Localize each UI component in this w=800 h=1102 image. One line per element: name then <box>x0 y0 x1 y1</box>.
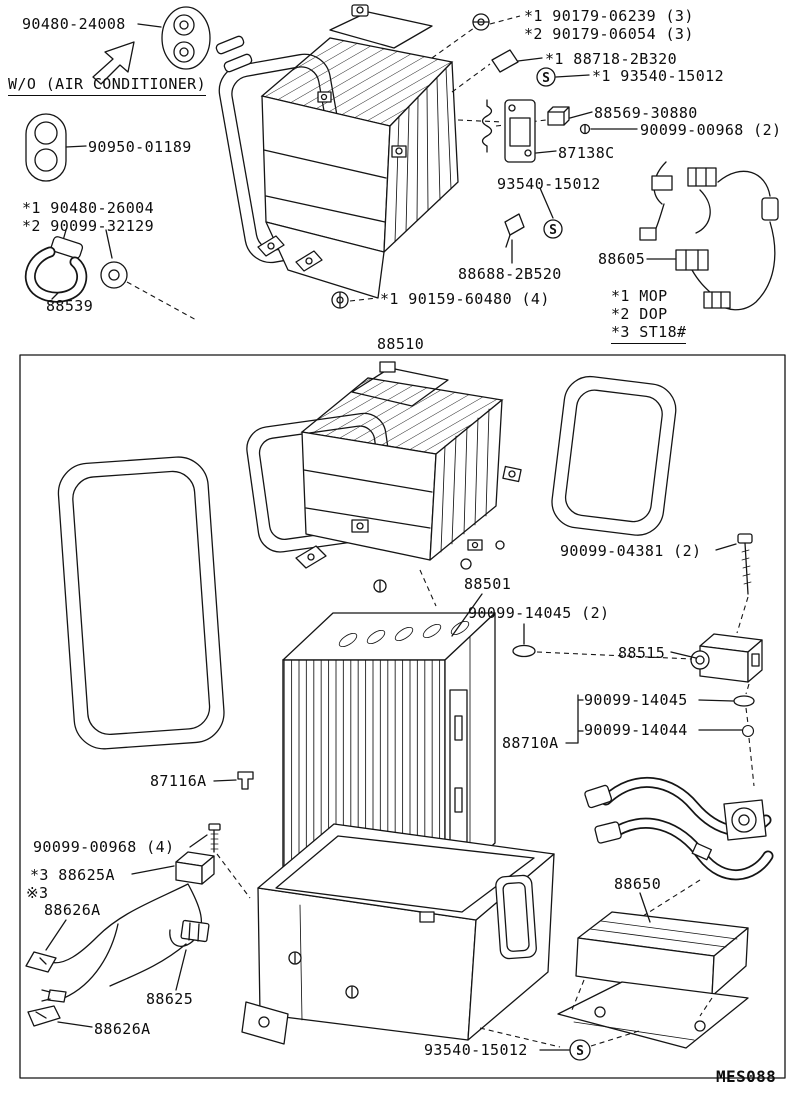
label-plate: 90950-01189 <box>88 138 192 156</box>
label-screw-alt1: *1 90179-06239 (3) <box>524 7 694 25</box>
label-terminal-top: 88626A <box>44 901 101 919</box>
note-st18: *3 ST18# <box>611 323 687 345</box>
suction-tube-88710a-drawing <box>584 776 774 929</box>
wiring-harness-88605-drawing <box>639 161 779 311</box>
label-hose: 88539 <box>46 297 94 315</box>
label-amplifier: 88650 <box>614 875 662 893</box>
label-screw-60480: *1 90159-60480 (4) <box>380 290 550 308</box>
label-clip-87116a: 87116A <box>150 772 207 790</box>
clip-87116a-drawing <box>213 771 254 790</box>
label-grease-top: *1 93540-15012 <box>592 67 725 85</box>
label-resistor: 88569-30880 <box>594 104 698 122</box>
label-oring-14045-2: 90099-14045 (2) <box>468 604 610 622</box>
label-clip-88688: 88688-2B520 <box>458 265 562 283</box>
expansion-valve-88515-drawing <box>670 633 763 683</box>
plate-90950-01189-drawing <box>25 113 87 182</box>
label-grease-mid: 93540-15012 <box>497 175 601 193</box>
label-tube-88710a: 88710A <box>502 734 559 752</box>
label-harness-88605: 88605 <box>598 250 646 268</box>
main-box-border <box>19 354 786 1079</box>
exclusion-note: W/O (AIR CONDITIONER) <box>8 75 207 97</box>
cooling-unit-lower-case-drawing <box>241 823 561 1048</box>
amplifier-88650-drawing <box>557 892 749 1049</box>
seal-frame-left-drawing <box>57 456 225 750</box>
hose-88539-drawing <box>24 229 199 322</box>
label-screw-alt2: *2 90179-06054 (3) <box>524 25 694 43</box>
grease-symbol: S <box>549 223 557 238</box>
fasteners-top-right-drawing: S S <box>331 13 638 309</box>
label-oring-14045: 90099-14045 <box>584 691 688 709</box>
label-wire-88625: 88625 <box>146 990 194 1008</box>
screw-90099-00968-drawing <box>189 823 251 899</box>
note-star3: ※3 <box>26 884 49 902</box>
label-bracket-88718: *1 88718-2B320 <box>545 50 678 68</box>
note-mop: *1 MOP <box>611 287 668 305</box>
cooling-unit-assembled-drawing <box>215 4 459 299</box>
grommet-90480-24008-drawing <box>137 6 211 70</box>
seal-frame-right-drawing <box>551 375 677 536</box>
grease-symbol: S <box>542 71 550 86</box>
grease-marker-bottom: S <box>539 1029 643 1061</box>
label-grommet: 90480-24008 <box>22 15 126 33</box>
bolt-90099-04381-drawing <box>715 533 753 634</box>
label-87138c: 87138C <box>558 144 615 162</box>
thermistor-harness-drawing <box>25 851 215 1028</box>
label-unit-88510: 88510 <box>377 335 425 353</box>
o-rings-drawing <box>512 623 755 787</box>
label-screw-00968-4: 90099-00968 (4) <box>33 838 175 856</box>
label-grease-bottom: 93540-15012 <box>424 1041 528 1059</box>
note-dop: *2 DOP <box>611 305 668 323</box>
label-bolt-04381: 90099-04381 (2) <box>560 542 702 560</box>
cooling-unit-upper-case-drawing <box>246 361 522 607</box>
pointer-arrow-icon <box>92 41 135 85</box>
label-clamp-alt2: *2 90099-32129 <box>22 217 155 235</box>
label-clamp-alt1: *1 90480-26004 <box>22 199 155 217</box>
label-terminal-bottom: 88626A <box>94 1020 151 1038</box>
grease-symbol: S <box>576 1044 584 1059</box>
label-oring-14044: 90099-14044 <box>584 721 688 739</box>
label-screw-00968-2: 90099-00968 (2) <box>640 121 782 139</box>
label-valve-88515: 88515 <box>618 644 666 662</box>
label-evaporator: 88501 <box>464 575 512 593</box>
page-code: MES088 <box>716 1067 777 1086</box>
label-thermistor: *3 88625A <box>30 866 115 884</box>
